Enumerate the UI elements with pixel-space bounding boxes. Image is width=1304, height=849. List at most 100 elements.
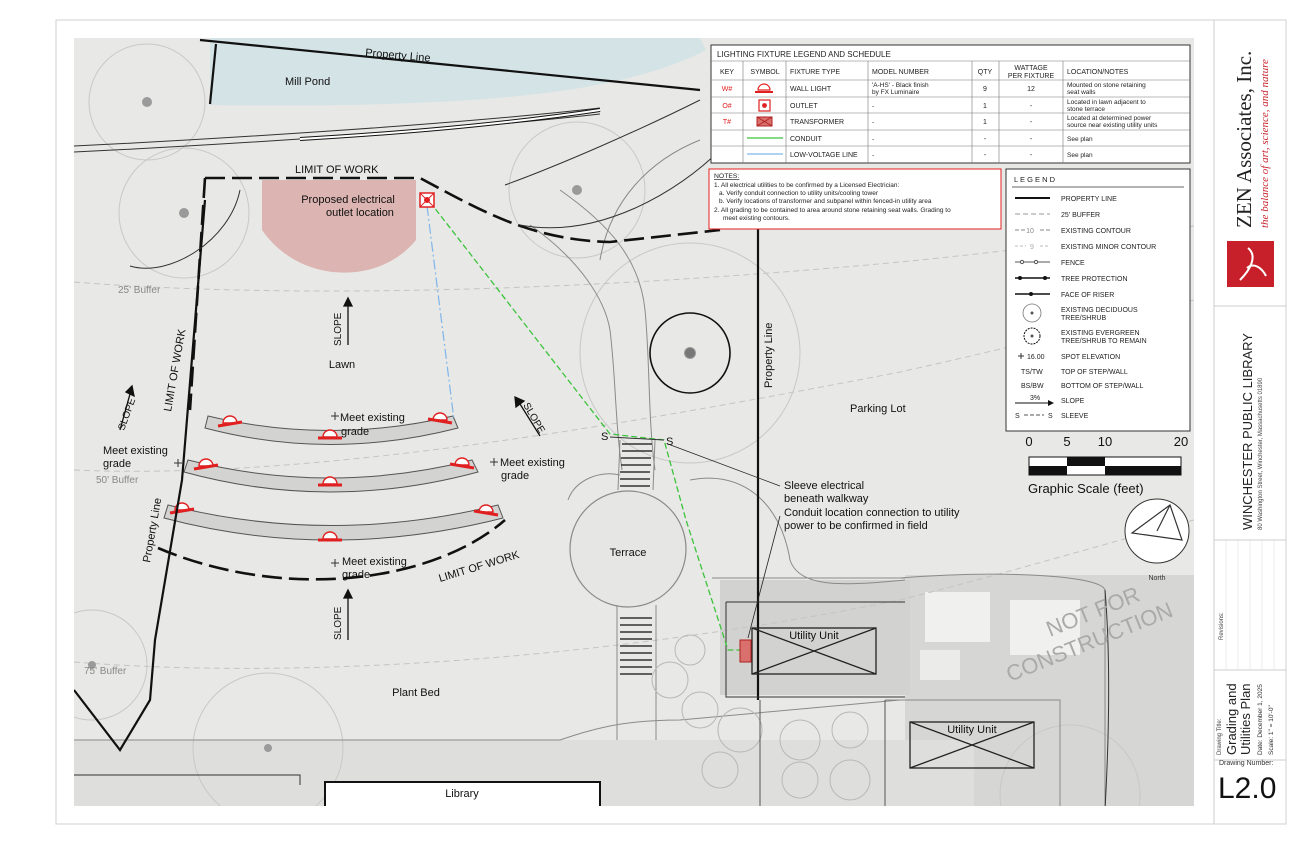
- utility-unit-1: [751, 627, 877, 675]
- schedule-header-type: FIXTURE TYPE: [790, 69, 840, 76]
- zen-logo-mark: [1239, 247, 1267, 281]
- legend-item: TREE/SHRUB: [1061, 315, 1106, 322]
- notes-title: NOTES:: [714, 173, 739, 180]
- lawn-label: Lawn: [329, 359, 355, 371]
- outlet-zone: [262, 180, 416, 273]
- symbol-transformer: [756, 116, 773, 127]
- property-line-label-top: Property Line: [365, 47, 431, 65]
- legend-sym-face-of-riser: [1015, 292, 1050, 296]
- schedule-header-wattage: WATTAGE: [1014, 65, 1048, 72]
- sleeve-note-2: beneath walkway: [784, 493, 869, 505]
- transformer-symbol: [739, 639, 752, 663]
- grade-2: grade: [103, 458, 131, 470]
- row-qty: 1: [983, 103, 987, 110]
- legend-item: TREE PROTECTION: [1061, 276, 1128, 283]
- row-model: -: [872, 136, 874, 143]
- stairs: [620, 443, 652, 675]
- row-wattage: 12: [1027, 86, 1035, 93]
- drawing-number-label: Drawing Number:: [1219, 760, 1274, 767]
- buffer-50-label: 50' Buffer: [96, 475, 139, 486]
- meet-existing-2: Meet existing: [103, 445, 168, 457]
- row-type: OUTLET: [790, 103, 818, 110]
- row-qty: 9: [983, 86, 987, 93]
- project-name: WINCHESTER PUBLIC LIBRARY: [1240, 333, 1255, 530]
- row-notes: Located in lawn adjacent to: [1067, 99, 1146, 106]
- drawing-date: Date: December 1, 2025: [1257, 684, 1264, 755]
- scale-tick-20: 20: [1174, 434, 1188, 449]
- conduit-note-1: Conduit location connection to utility: [784, 507, 960, 519]
- revisions-label: Revisions:: [1219, 612, 1225, 640]
- row-model: -: [872, 152, 874, 159]
- limit-of-work-label-top: LIMIT OF WORK: [295, 164, 379, 176]
- aerial-roof: [1010, 600, 1080, 655]
- legend-sym-deciduous-tree: [1022, 303, 1042, 323]
- row-notes: See plan: [1067, 136, 1093, 143]
- legend-item: FACE OF RISER: [1061, 292, 1114, 299]
- row-notes: See plan: [1067, 152, 1093, 159]
- slope-arrows: [119, 296, 541, 640]
- row-notes-2: source near existing utility units: [1067, 122, 1158, 129]
- legend-sym-evergreen-tree: [1023, 327, 1041, 345]
- buffer-25-label: 25' Buffer: [118, 285, 161, 296]
- evergreen-trunk: [685, 348, 695, 358]
- sleeve-note-1: Sleeve electrical: [784, 480, 864, 492]
- legend-sleeve-s2: S: [1048, 413, 1053, 420]
- legend-bs-bw: BS/BW: [1021, 383, 1044, 390]
- utility-unit-2-label: Utility Unit: [947, 724, 997, 736]
- parking-lot-label: Parking Lot: [850, 403, 906, 415]
- legend-slope-pct: 3%: [1030, 395, 1040, 402]
- pond-edge-path-inner: [299, 109, 601, 140]
- project-address: 80 Washington Street, Winchester, Massac…: [1258, 377, 1264, 530]
- row-wattage: -: [1030, 152, 1033, 159]
- grade-3: grade: [501, 470, 529, 482]
- row-wattage: -: [1030, 103, 1033, 110]
- shrubs: [651, 634, 871, 801]
- note-line: meet existing contours.: [723, 215, 790, 222]
- schedule-header-symbol: SYMBOL: [750, 69, 779, 76]
- schedule-header-model: MODEL NUMBER: [872, 69, 929, 76]
- library-building: [74, 700, 886, 806]
- row-model: -: [872, 119, 874, 126]
- graphic-scale: [1028, 456, 1182, 476]
- grade-1: grade: [341, 426, 369, 438]
- notes-box: NOTES: 1. All electrical utilities to be…: [708, 168, 1002, 230]
- buffer-75-label: 75' Buffer: [84, 666, 127, 677]
- utility-unit-1-label: Utility Unit: [789, 630, 839, 642]
- scale-tick-0: 0: [1025, 434, 1032, 449]
- note-line: 1. All electrical utilities to be confir…: [714, 182, 900, 189]
- row-type: TRANSFORMER: [790, 119, 844, 126]
- outlet-label-2: outlet location: [326, 207, 394, 219]
- note-line: a. Verify conduit connection to utility …: [719, 190, 879, 197]
- legend-item: EXISTING EVERGREEN: [1061, 330, 1140, 337]
- leader-lines: [667, 443, 781, 639]
- seat-walls: [163, 415, 504, 541]
- legend-item: TOP OF STEP/WALL: [1061, 369, 1128, 376]
- legend-spot-value: 16.00: [1027, 354, 1045, 361]
- evergreen-tree: [649, 312, 731, 394]
- row-type: WALL LIGHT: [790, 86, 832, 93]
- row-key: W#: [722, 86, 733, 93]
- terrace-label: Terrace: [610, 547, 647, 559]
- title-block: [1213, 20, 1286, 824]
- tree-canopies: [74, 43, 1141, 806]
- buffer-75-line: [74, 519, 1194, 669]
- slope-label-1: SLOPE: [333, 312, 344, 346]
- conduit-line: [429, 201, 745, 651]
- sleeve-s-left: S: [601, 431, 608, 443]
- utility-unit-2: [909, 721, 1035, 769]
- row-key: T#: [723, 119, 731, 126]
- property-lines: [74, 38, 760, 752]
- symbol-outlet: [758, 99, 771, 112]
- scale-tick-10: 10: [1098, 434, 1112, 449]
- legend-item: EXISTING MINOR CONTOUR: [1061, 244, 1156, 251]
- meet-existing-3: Meet existing: [500, 457, 565, 469]
- north-arrow: [1124, 498, 1190, 564]
- schedule-title: LIGHTING FIXTURE LEGEND AND SCHEDULE: [717, 50, 891, 59]
- stair-edges: [616, 439, 657, 740]
- scale-caption: Graphic Scale (feet): [1028, 481, 1144, 496]
- meet-existing-4: Meet existing: [342, 556, 407, 568]
- legend-contour-value: 10: [1026, 228, 1034, 235]
- property-line-label-right: Property Line: [763, 323, 775, 388]
- scale-tick-5: 5: [1063, 434, 1070, 449]
- drawing-scale: Scale: 1" = 10'-0": [1268, 705, 1275, 755]
